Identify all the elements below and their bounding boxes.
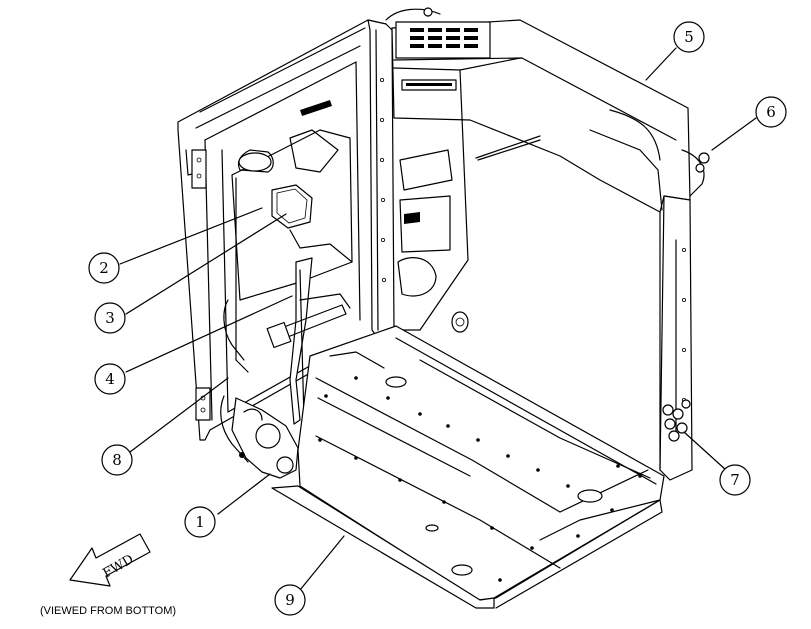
svg-text:2: 2 [99, 259, 109, 277]
svg-text:6: 6 [766, 103, 776, 121]
lower-mount-tab [195, 387, 211, 421]
svg-text:1: 1 [195, 513, 205, 531]
wiper-motor [220, 395, 299, 479]
corner-post [367, 19, 395, 339]
callout-7: 7 [719, 464, 751, 496]
dome-light [238, 152, 272, 172]
leader-lines [119, 47, 757, 591]
upper-mount-tab [191, 149, 207, 189]
callout-9: 9 [274, 584, 306, 616]
svg-text:8: 8 [112, 451, 122, 469]
svg-text:7: 7 [730, 471, 740, 489]
fwd-arrow: FWD [69, 533, 151, 587]
callout-5: 5 [673, 21, 705, 53]
callouts: 1 2 3 4 5 6 7 8 [88, 21, 787, 616]
wiper-assembly [266, 257, 351, 425]
svg-text:3: 3 [105, 309, 115, 327]
svg-text:4: 4 [105, 370, 115, 388]
view-caption: (VIEWED FROM BOTTOM) [40, 605, 176, 617]
cab-frame [177, 7, 710, 609]
callout-3: 3 [94, 302, 126, 334]
fittings-cluster [662, 399, 691, 442]
svg-text:5: 5 [684, 28, 694, 46]
callout-4: 4 [94, 363, 126, 395]
svg-text:9: 9 [285, 591, 295, 609]
callout-8: 8 [101, 444, 133, 476]
callout-1: 1 [184, 506, 216, 538]
floor-plate [297, 325, 665, 601]
callout-2: 2 [88, 252, 120, 284]
callout-6: 6 [755, 96, 787, 128]
harness-connector [681, 149, 710, 197]
